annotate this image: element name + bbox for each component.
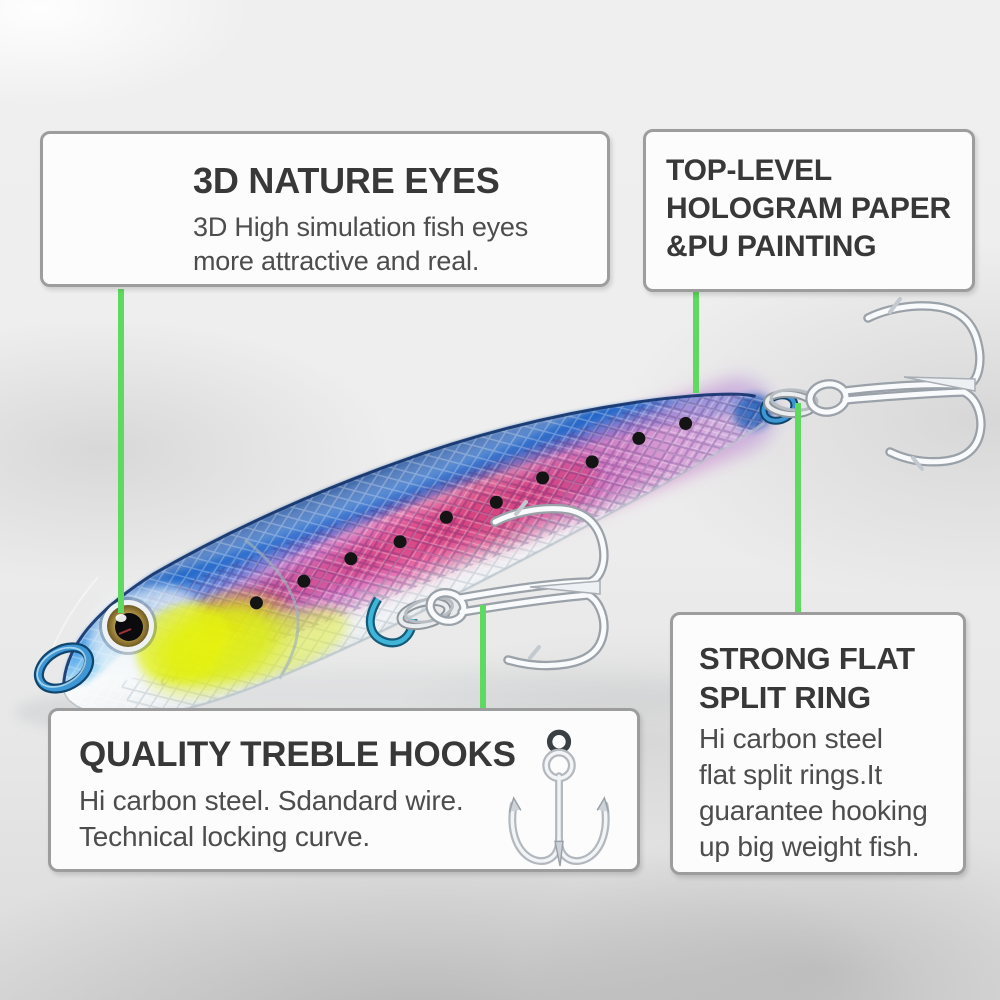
callout-split-ring-body-line: up big weight fish. <box>699 831 920 862</box>
belly-hook-hanger <box>365 596 418 648</box>
callout-split-ring-title-line: STRONG FLAT <box>699 641 915 676</box>
tail-treble-hook <box>805 297 986 471</box>
head-face-line <box>51 576 99 651</box>
belly-split-ring <box>396 596 454 631</box>
nose-line-tie-loop <box>33 642 95 694</box>
fish-eye <box>99 597 157 655</box>
callout-treble-hooks: QUALITY TREBLE HOOKS Hi carbon steel. Sd… <box>48 708 640 872</box>
callout-nature-eyes-title: 3D NATURE EYES <box>193 160 500 201</box>
callout-nature-eyes: 3D NATURE EYES 3D High simulation fish e… <box>40 131 610 287</box>
callout-hologram-title-line: TOP-LEVEL <box>666 154 832 187</box>
callout-hologram-title-line: HOLOGRAM PAPER <box>666 192 951 225</box>
callout-hologram-title: TOP-LEVEL HOLOGRAM PAPER &PU PAINTING <box>666 152 958 266</box>
callout-split-ring: STRONG FLAT SPLIT RING Hi carbon steel f… <box>670 612 966 875</box>
callout-treble-hooks-title: QUALITY TREBLE HOOKS <box>79 735 516 774</box>
lure-body-group <box>30 329 795 752</box>
callout-treble-hooks-body-line: Hi carbon steel. Sdandard wire. <box>79 785 464 816</box>
callout-nature-eyes-body-line: 3D High simulation fish eyes <box>193 212 529 242</box>
treble-hook-icon <box>508 729 610 867</box>
gill-plate-line <box>243 538 300 680</box>
lure-belly-edge <box>139 421 766 719</box>
callout-split-ring-body-line: guarantee hooking <box>699 795 928 826</box>
callout-treble-hooks-body-line: Technical locking curve. <box>79 821 370 852</box>
callout-split-ring-body-line: flat split rings.It <box>699 759 882 790</box>
callout-split-ring-body-line: Hi carbon steel <box>699 723 883 754</box>
callout-split-ring-title: STRONG FLAT SPLIT RING <box>699 639 953 717</box>
callout-hologram-title-line: &PU PAINTING <box>666 230 877 263</box>
callout-hologram: TOP-LEVEL HOLOGRAM PAPER &PU PAINTING <box>643 129 975 292</box>
belly-treble-hook <box>425 500 609 671</box>
lure-yellow-cheek <box>133 586 349 703</box>
callout-split-ring-title-line: SPLIT RING <box>699 680 871 715</box>
lure-black-spots <box>249 416 693 610</box>
callout-nature-eyes-body-line: more attractive and real. <box>193 246 480 276</box>
